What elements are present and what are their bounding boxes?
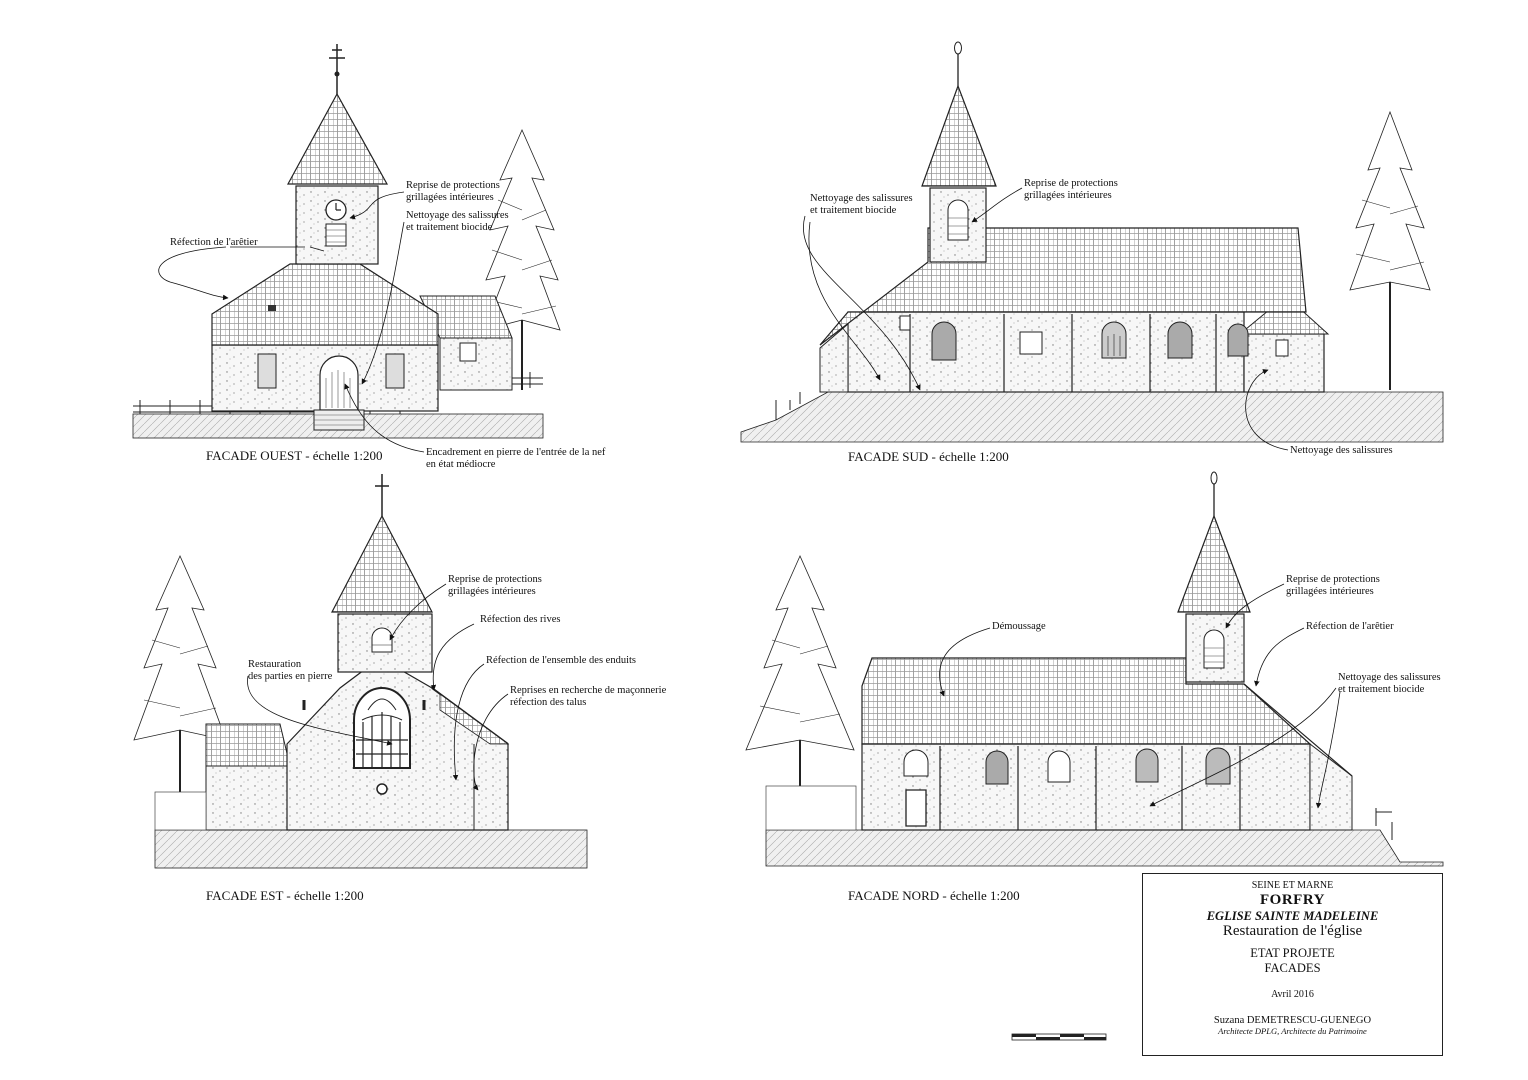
annotation-est-4: Reprises en recherche de maçonnerie (510, 685, 667, 696)
annotation-nord-2: Réfection de l'arêtier (1306, 621, 1394, 632)
tree-icon (483, 129, 561, 390)
svg-text:Réfection des rives: Réfection des rives (480, 614, 560, 625)
ground-band (765, 829, 1444, 867)
sheet-name: FACADES (1264, 960, 1321, 975)
annotation-sud-0: Nettoyage des salissures (810, 193, 913, 204)
annotation-est-0-line-2: grillagées intérieures (448, 586, 536, 597)
oculus-icon (376, 783, 388, 795)
svg-text:Réfection de l'arêtier: Réfection de l'arêtier (170, 237, 258, 248)
svg-text:Réfection de l'arêtier: Réfection de l'arêtier (1306, 621, 1394, 632)
annotation-est-4-line-2: réfection des talus (510, 697, 586, 708)
annotation-est-2: Restauration (248, 659, 302, 670)
svg-text:Réfection de l'ensemble des en: Réfection de l'ensemble des enduits (486, 655, 636, 666)
annotation-ouest-3: Encadrement en pierre de l'entrée de la … (426, 447, 606, 458)
svg-text:Reprises en recherche de maçon: Reprises en recherche de maçonnerieréfec… (510, 685, 667, 708)
annotation-est-0: Reprise de protections (448, 574, 542, 585)
drawing-date: Avril 2016 (1271, 989, 1314, 1001)
architect-title: Architecte DPLG, Architecte du Patrimoin… (1218, 1025, 1367, 1036)
annotation-sud-1: Reprise de protections (1024, 178, 1118, 189)
tree-icon (133, 555, 227, 830)
caption-facade-nord: FACADE NORD - échelle 1:200 (848, 888, 1020, 903)
annotation-nord-3: Nettoyage des salissures (1338, 672, 1441, 683)
architect-name: Suzana DEMETRESCU-GUENEGO (1213, 1014, 1372, 1026)
svg-text:Démoussage: Démoussage (992, 621, 1046, 632)
tree-icon (1349, 110, 1431, 390)
annotation-ouest-0-line-2: grillagées intérieures (406, 192, 494, 203)
svg-text:Nettoyage des salissures: Nettoyage des salissures (1290, 445, 1393, 456)
svg-text:Encadrement en pierre de l'ent: Encadrement en pierre de l'entrée de la … (426, 447, 606, 470)
church-door (319, 355, 359, 411)
caption-facade-ouest: FACADE OUEST - échelle 1:200 (206, 448, 382, 463)
title-block: SEINE ET MARNE FORFRY EGLISE SAINTE MADE… (1142, 873, 1443, 1056)
cross-icon (329, 44, 345, 94)
caption-facade-sud: FACADE SUD - échelle 1:200 (848, 449, 1009, 464)
project-state: ETAT PROJETE (1250, 946, 1335, 961)
annotation-ouest-0: Reprise de protections (406, 180, 500, 191)
annotation-est-2-line-2: des parties en pierre (248, 671, 333, 682)
cross-icon (375, 474, 389, 516)
annotation-sud-1-line-2: grillagées intérieures (1024, 190, 1112, 201)
ground-band (154, 829, 588, 869)
commune-name: FORFRY (1260, 891, 1325, 908)
annotation-nord-0: Reprise de protections (1286, 574, 1380, 585)
annotation-nord-1: Démoussage (992, 621, 1046, 632)
annotation-nord-0-line-2: grillagées intérieures (1286, 586, 1374, 597)
annotation-sud-0-line-2: et traitement biocide (810, 205, 897, 216)
annotation-ouest-1: Nettoyage des salissures (406, 210, 509, 221)
annotation-ouest-1-line-2: et traitement biocide (406, 222, 493, 233)
annotation-est-1: Réfection des rives (480, 614, 560, 625)
department: SEINE ET MARNE (1251, 880, 1334, 891)
annotation-est-3: Réfection de l'ensemble des enduits (486, 655, 636, 666)
annotation-nord-3-line-2: et traitement biocide (1338, 684, 1425, 695)
caption-facade-est: FACADE EST - échelle 1:200 (206, 888, 364, 903)
ground-band (740, 391, 1444, 443)
scale-bar-icon (1011, 1033, 1107, 1041)
project-title: Restauration de l'église (1222, 923, 1363, 940)
annotation-sud-2: Nettoyage des salissures (1290, 445, 1393, 456)
annotation-ouest-3-line-2: en état médiocre (426, 459, 496, 470)
church-name: EGLISE SAINTE MADELEINE (1206, 908, 1379, 923)
annotation-ouest-2: Réfection de l'arêtier (170, 237, 258, 248)
